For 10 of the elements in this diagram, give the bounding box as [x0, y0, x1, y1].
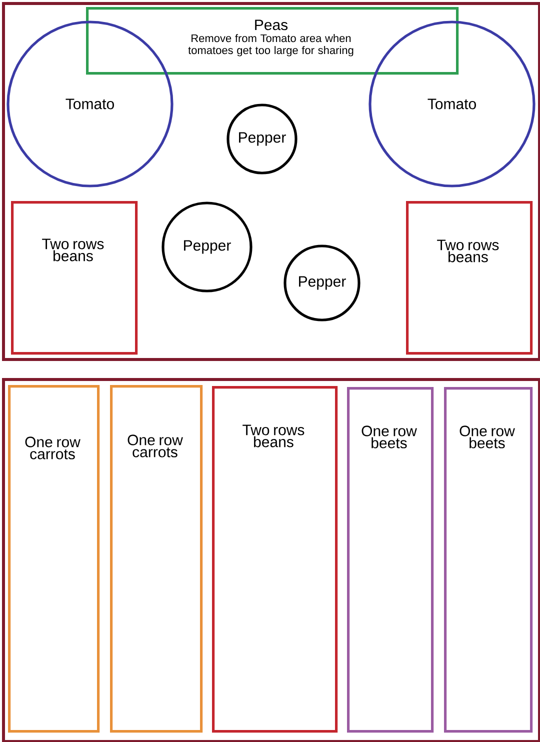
bean-bed: Two rows beans [11, 201, 138, 355]
bean-bed: Two rows beans [212, 386, 338, 733]
carrot-row: One row carrots [110, 385, 203, 733]
beet-row: One row beets [347, 387, 434, 733]
garden-bed [2, 2, 540, 361]
peas-bed: Peas Remove from Tomato area when tomatoes get too large for sharing [86, 7, 459, 75]
carrot-row: One row carrots [8, 385, 100, 733]
bean-bed: Two rows beans [406, 201, 533, 355]
garden-bed [2, 378, 540, 742]
beet-row: One row beets [444, 387, 533, 733]
